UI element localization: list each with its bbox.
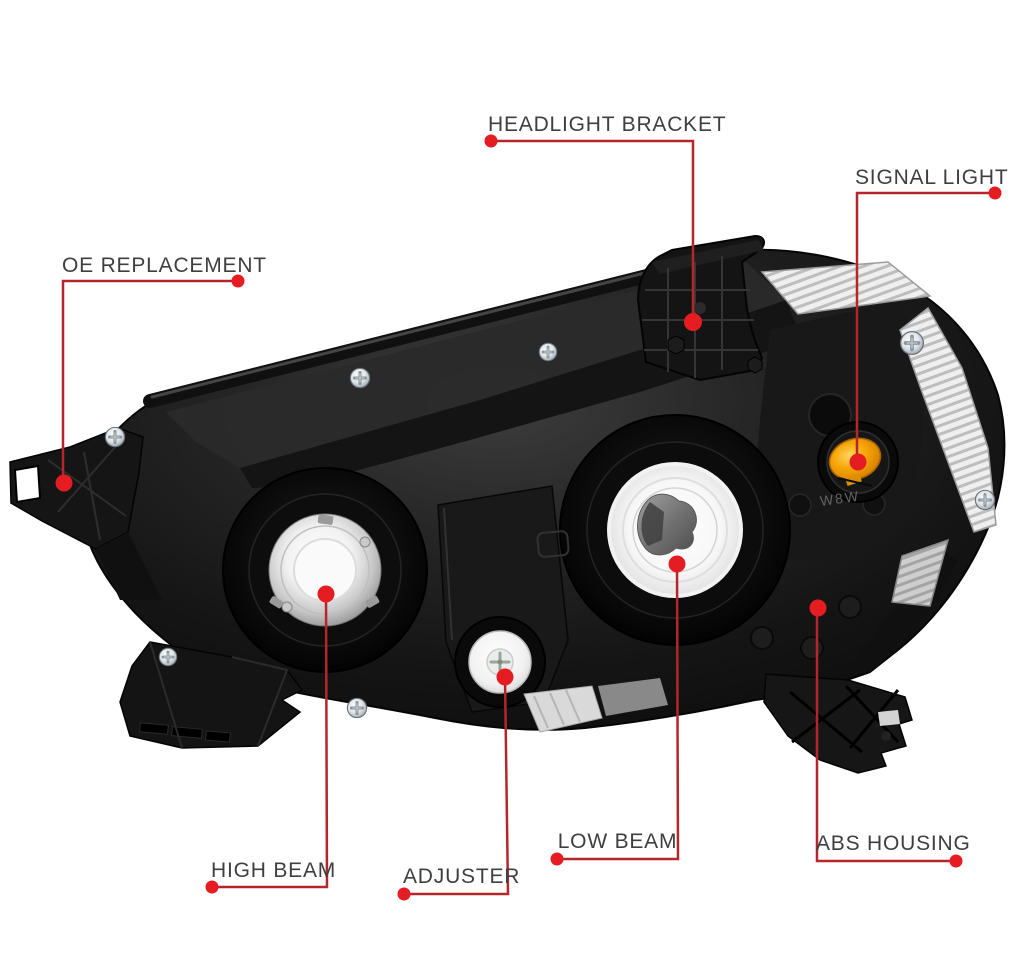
headlight-bracket-arm <box>636 234 765 382</box>
callout-line-oe-replacement <box>61 279 238 483</box>
callout-line-low-beam <box>557 563 680 861</box>
callout-line-headlight-bracket <box>490 139 695 322</box>
hex-bolts <box>667 335 763 374</box>
left-mounting-bracket <box>9 427 162 600</box>
callout-line-signal-light <box>855 191 995 462</box>
low-beam-socket <box>559 414 791 646</box>
dot-abs-housing-target <box>809 599 827 617</box>
dot-high-beam-label <box>205 880 219 894</box>
dot-adjuster-label <box>397 887 411 901</box>
callout-line-high-beam <box>212 593 329 889</box>
callout-label-adjuster: ADJUSTER <box>403 865 521 888</box>
dot-adjuster-target <box>496 668 514 686</box>
callout-label-signal-light: SIGNAL LIGHT <box>855 166 1009 189</box>
callout-dots <box>55 134 1002 901</box>
callout-line-abs-housing <box>815 608 956 863</box>
dot-high-beam-target <box>317 585 335 603</box>
dot-headlight-bracket-label <box>484 134 498 148</box>
dot-oe-replacement-target <box>55 474 73 492</box>
housing-top-flange <box>166 262 786 468</box>
dot-signal-light-label <box>988 186 1002 200</box>
callout-label-high-beam: HIGH BEAM <box>211 859 337 882</box>
dot-headlight-bracket-target <box>684 313 702 331</box>
dot-oe-replacement-label <box>231 274 245 288</box>
dot-low-beam-target <box>668 555 686 573</box>
bottom-left-bracket <box>119 641 304 749</box>
dot-low-beam-label <box>550 852 564 866</box>
dot-signal-light-target <box>849 453 867 471</box>
high-beam-socket <box>222 467 428 673</box>
callout-line-adjuster <box>404 676 510 896</box>
callout-label-oe-replacement: OE REPLACEMENT <box>62 254 267 277</box>
bottom-right-bracket <box>763 673 913 774</box>
bulb-marking-text: W8W <box>819 488 861 509</box>
bracket-square-hole <box>13 464 42 504</box>
callout-label-low-beam: LOW BEAM <box>557 830 678 853</box>
callout-lines <box>61 139 995 896</box>
adjuster-screw <box>454 616 546 708</box>
callout-label-headlight-bracket: HEADLIGHT BRACKET <box>488 113 727 136</box>
lens-bottom-edge <box>523 678 668 733</box>
callout-label-abs-housing: ABS HOUSING <box>816 832 971 855</box>
clear-lens-edge <box>760 261 997 607</box>
dot-abs-housing-label <box>949 854 963 868</box>
